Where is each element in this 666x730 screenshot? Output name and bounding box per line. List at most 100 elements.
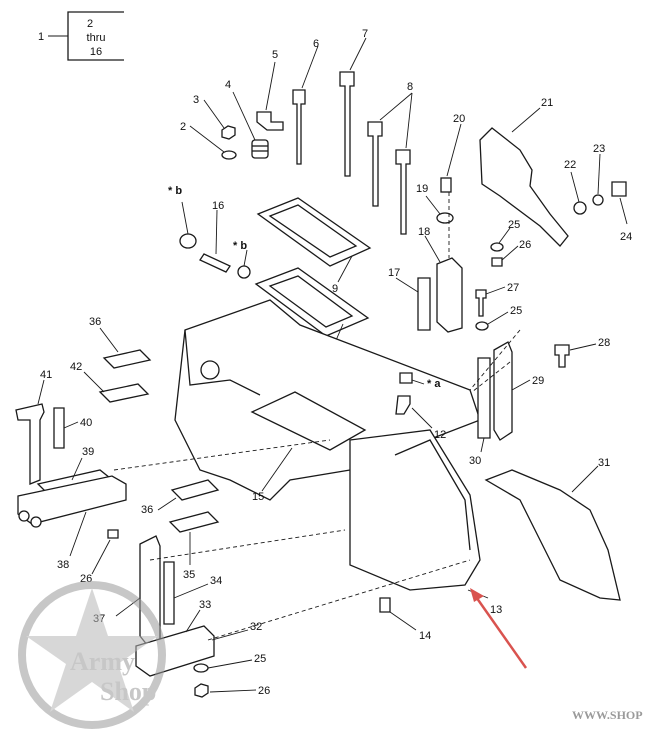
fitting-4	[251, 139, 269, 159]
callout-32: 32	[250, 621, 262, 633]
callout-14: 14	[419, 630, 431, 642]
callout-28: 28	[598, 337, 610, 349]
callout-31: 31	[598, 457, 610, 469]
frame-38	[17, 475, 127, 525]
base-assembly: 15	[174, 299, 481, 503]
watermark-url: WWW.SHOP	[572, 708, 643, 722]
base-boss	[200, 360, 220, 380]
bracket-21	[479, 127, 569, 247]
callout-26-a: 26	[519, 239, 531, 251]
fitting-16-group: 16 * b * b	[168, 185, 251, 279]
washer-22	[573, 201, 587, 215]
top-hardware: 2 3 4 5 6 7 8	[180, 28, 413, 235]
washer-25a	[490, 242, 504, 252]
index-line1: 2	[87, 18, 93, 30]
watermark-line2: Shop	[100, 677, 156, 706]
washer-25c	[193, 663, 209, 673]
callout-41: 41	[40, 369, 52, 381]
gasket-9	[256, 197, 372, 267]
nut-b-left	[179, 233, 197, 249]
callout-15: 15	[252, 491, 264, 503]
highlight-arrow	[470, 588, 528, 669]
army-shop-watermark: Army Shop	[18, 581, 166, 729]
callout-26-c: 26	[258, 685, 270, 697]
tube-8b	[395, 149, 411, 235]
callout-4: 4	[225, 79, 231, 91]
nut-a	[399, 372, 413, 384]
nut-26b	[107, 529, 119, 539]
note-a: * a	[427, 378, 441, 390]
right-hardware: 20 19 18 17 21 22 23 24 25 26 27	[388, 97, 632, 601]
callout-18: 18	[418, 226, 430, 238]
index-ref-label: 1	[38, 31, 44, 43]
callout-39: 39	[82, 446, 94, 458]
callout-25-a: 25	[508, 219, 520, 231]
callout-21: 21	[541, 97, 553, 109]
bracket-30	[477, 357, 491, 439]
callout-3: 3	[193, 94, 199, 106]
note-b-2: * b	[233, 240, 247, 252]
callout-33: 33	[199, 599, 211, 611]
callout-12: 12	[434, 429, 446, 441]
cover-13	[349, 429, 481, 591]
callout-5: 5	[272, 49, 278, 61]
callout-22: 22	[564, 159, 576, 171]
watermark-line1: Army	[70, 647, 135, 676]
index-line2: thru	[87, 32, 106, 44]
note-b-1: * b	[168, 185, 182, 197]
callout-40: 40	[80, 417, 92, 429]
mount-15	[250, 391, 367, 451]
bracket-41	[15, 403, 45, 485]
strap-40	[53, 407, 65, 449]
screw-14	[379, 597, 391, 613]
washer-2	[221, 150, 237, 160]
washer-25b	[475, 321, 489, 331]
callout-27: 27	[507, 282, 519, 294]
callout-30: 30	[469, 455, 481, 467]
callout-38: 38	[57, 559, 69, 571]
callout-24: 24	[620, 231, 632, 243]
plate-17	[417, 277, 431, 331]
pad-36-upper	[102, 349, 152, 369]
tube-6	[292, 89, 306, 165]
washer-23	[592, 194, 604, 206]
callout-35: 35	[183, 569, 195, 581]
watermark-star	[26, 588, 158, 712]
callout-23: 23	[593, 143, 605, 155]
callout-29: 29	[532, 375, 544, 387]
nut-3	[221, 125, 236, 140]
index-box: 1 2 thru 16	[38, 11, 124, 61]
callout-20: 20	[453, 113, 465, 125]
callout-36-a: 36	[89, 316, 101, 328]
tube-7	[339, 71, 355, 177]
cover-13-group: 13 14	[349, 429, 502, 642]
strap-34	[163, 561, 175, 625]
callout-13: 13	[490, 604, 502, 616]
nut-b-right	[237, 265, 251, 279]
pad-36-lower	[170, 479, 220, 501]
bracket-29	[493, 341, 513, 441]
callout-34: 34	[210, 575, 222, 587]
callout-25-b: 25	[510, 305, 522, 317]
fitting-12-group: * a 12	[395, 372, 446, 441]
elbow-5	[256, 111, 284, 131]
bolt-27	[475, 289, 487, 317]
callout-6: 6	[313, 38, 319, 50]
plate-10	[254, 267, 370, 337]
callout-19: 19	[416, 183, 428, 195]
callout-16: 16	[212, 200, 224, 212]
pad-35	[168, 511, 220, 533]
callout-25-c: 25	[254, 653, 266, 665]
fitting-16	[199, 253, 231, 273]
left-assembly: 36 42 41 40 39 38 26 36 35 37 34	[15, 316, 471, 698]
tube-8a	[367, 121, 383, 207]
pad-42	[98, 383, 150, 403]
nut-26c	[194, 683, 209, 698]
base-bracket	[174, 299, 481, 501]
callout-9: 9	[332, 283, 338, 295]
bolt-28	[554, 344, 570, 368]
frame-32	[135, 625, 215, 677]
bracket-18	[436, 257, 463, 333]
